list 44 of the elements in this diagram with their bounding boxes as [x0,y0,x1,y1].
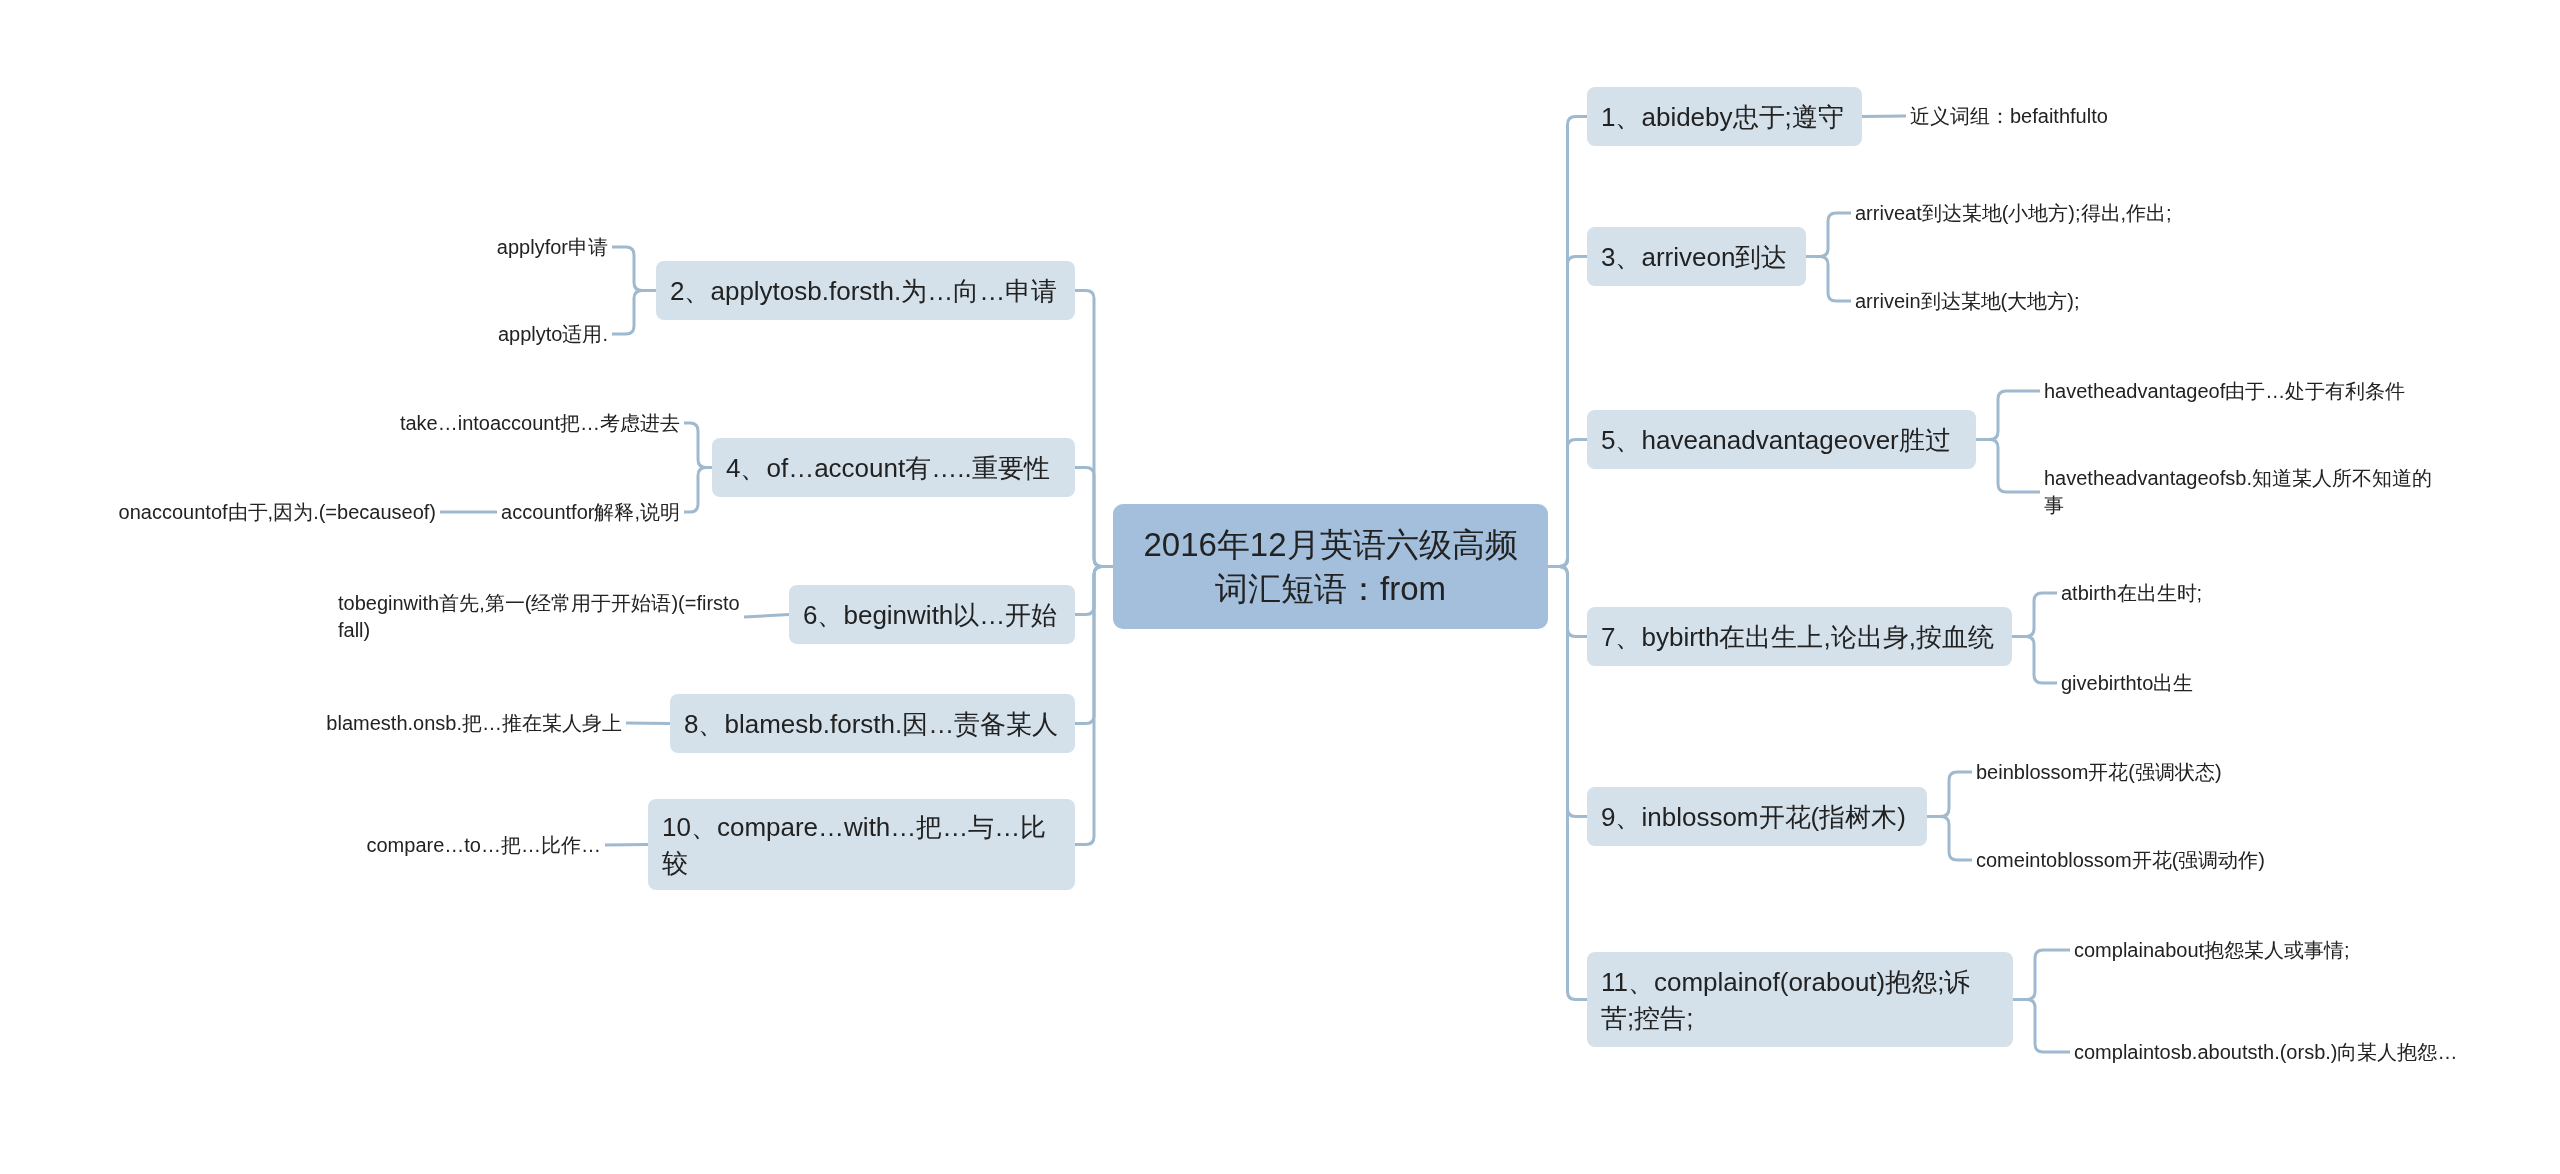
subtopic-text: blamesth.onsb.把…推在某人身上 [322,709,626,737]
subtopic-text: atbirth在出生时; [2057,579,2207,607]
subtopic-text: 近义词组：befaithfulto [1906,102,2112,130]
topic-box: 8、blamesb.forsth.因…责备某人 [670,694,1075,753]
subtopic-text: applyfor申请 [492,233,612,261]
topic-box: 7、bybirth在出生上,论出身,按血统 [1587,607,2012,666]
topic-box: 5、haveanadvantageover胜过 [1587,410,1976,469]
topic-box: 4、of…account有…..重要性 [712,438,1075,497]
topic-box: 6、beginwith以…开始 [789,585,1075,644]
connector-line [612,289,656,336]
topic-box: 1、abideby忠于;遵守 [1587,87,1862,146]
subtopic-text: arrivein到达某地(大地方); [1851,287,2084,315]
subtopic-text: arriveat到达某地(小地方);得出,作出; [1851,199,2176,227]
connector-line [605,843,648,847]
subtopic-text: givebirthto出生 [2057,669,2198,697]
topic-box: 11、complainof(orabout)抱怨;诉苦;控告; [1587,952,2013,1047]
subtopic-text: complainabout抱怨某人或事情; [2070,936,2354,964]
topic-box: 3、arriveon到达 [1587,227,1806,286]
connector-line [1075,565,1113,846]
subtopic-text: havetheadvantageofsb.知道某人所不知道的事 [2040,465,2440,519]
central-topic-box: 2016年12月英语六级高频词汇短语：from [1113,504,1548,629]
connector-line [440,510,498,514]
subtopic-text: beinblossom开花(强调状态) [1972,758,2226,786]
connector-line [743,613,790,619]
connector-line [1976,438,2040,494]
connector-line [2012,635,2057,685]
subtopic-text: take…intoaccount把…考虑进去 [395,409,684,437]
connector-line [1927,815,1972,862]
subtopic-text: accountfor解释,说明 [497,498,684,526]
connector-line [1862,114,1906,118]
connector-line [626,721,670,725]
topic-box: 9、inblossom开花(指树木) [1587,787,1927,846]
topic-box: 2、applytosb.forsth.为…向…申请 [656,261,1075,320]
subtopic-text: comeintoblossom开花(强调动作) [1972,846,2269,874]
subtopic-text: tobeginwith首先,第一(经常用于开始语)(=firstofall) [334,590,744,644]
subtopic-text: complaintosb.aboutsth.(orsb.)向某人抱怨… [2070,1038,2470,1066]
subtopic-text: compare…to…把…比作… [362,831,605,859]
connector-line [684,466,712,514]
topic-box: 10、compare…with…把…与…比较 [648,799,1075,890]
connector-line [1806,255,1851,303]
subtopic-text: havetheadvantageof由于…处于有利条件 [2040,377,2410,405]
subtopic-text: applyto适用. [493,320,612,348]
subtopic-text: onaccountof由于,因为.(=becauseof) [114,498,440,526]
connector-line [1548,565,1587,1001]
